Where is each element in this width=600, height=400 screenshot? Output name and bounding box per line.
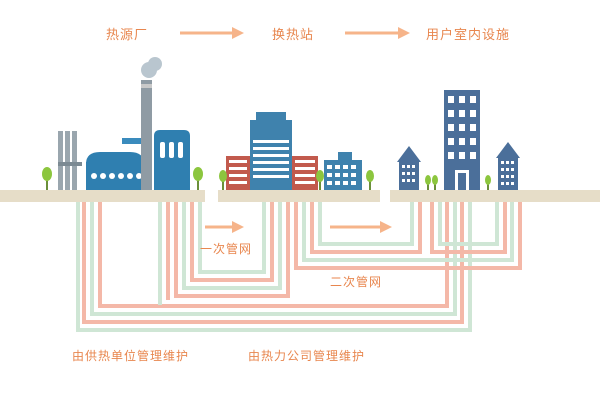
ground-user	[390, 190, 600, 202]
tree-user-1	[425, 175, 431, 190]
heat-exchange-station	[226, 112, 362, 190]
tree-station-1	[219, 170, 227, 190]
flow-arrow-1	[180, 27, 244, 39]
primary-pipe-network	[76, 196, 472, 332]
ground-plant	[0, 190, 205, 202]
primary-network-label: 一次管网	[200, 242, 253, 256]
maintenance-label-company: 由热力公司管理维护	[248, 349, 366, 363]
tree-station-3	[366, 170, 374, 190]
secondary-pipe-network	[294, 196, 522, 270]
flow-arrow-2	[345, 27, 410, 39]
flow-label-exchange-station: 换热站	[272, 28, 315, 43]
maintenance-label-supplier: 由供热单位管理维护	[72, 349, 190, 363]
heat-source-plant	[58, 57, 190, 190]
primary-flow-arrow	[205, 221, 244, 233]
secondary-network-label: 二次管网	[330, 275, 383, 289]
tree-station-2	[316, 170, 324, 190]
secondary-flow-arrow	[330, 221, 392, 233]
user-house-left	[397, 146, 421, 190]
tree-plant-right	[193, 167, 203, 190]
flow-label-user-facilities: 用户室内设施	[426, 28, 511, 43]
flow-label-heat-source: 热源厂	[106, 28, 149, 43]
user-tower	[444, 90, 480, 190]
tree-plant-left	[42, 167, 52, 190]
tree-user-3	[485, 175, 491, 190]
user-house-right	[496, 142, 520, 190]
ground-station	[218, 190, 380, 202]
tree-user-2	[432, 175, 438, 190]
